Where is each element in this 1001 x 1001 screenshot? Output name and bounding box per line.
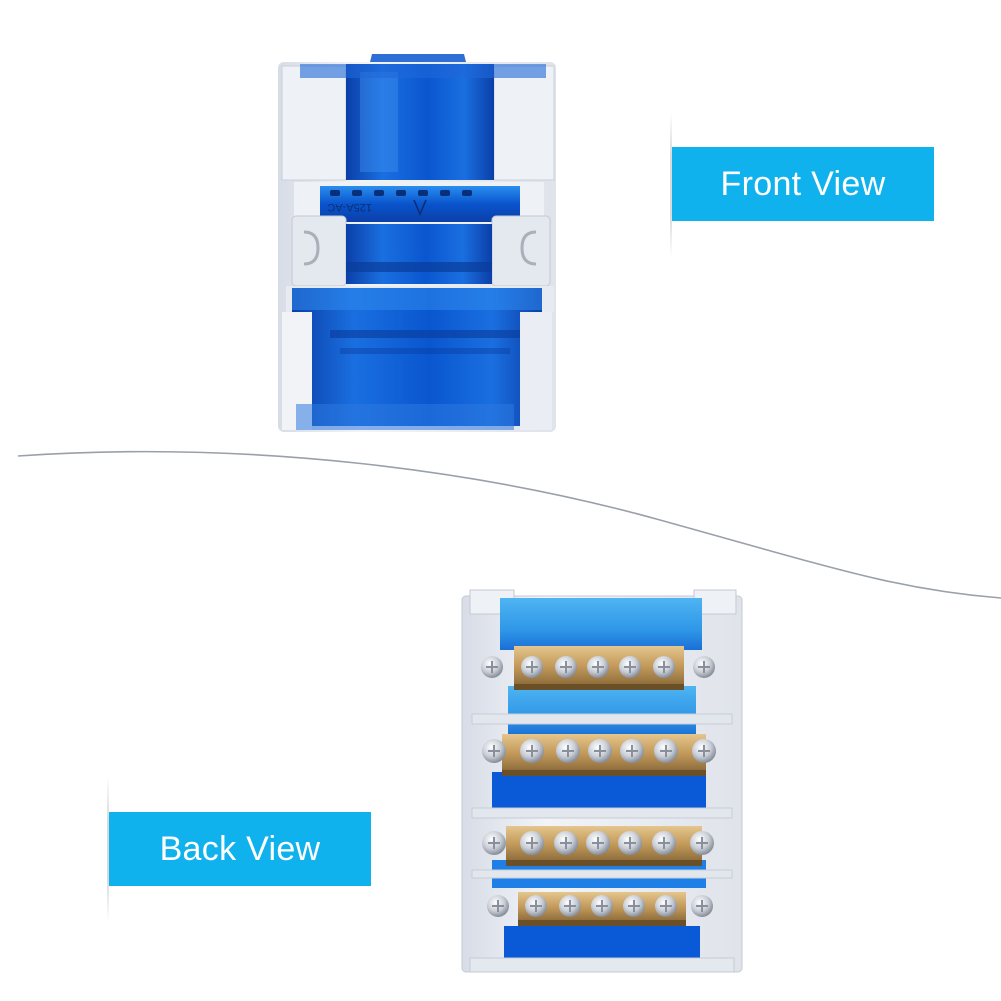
- back-label-tick: [107, 776, 109, 922]
- screw: [481, 656, 503, 678]
- busbar-row-2: [482, 734, 716, 776]
- front-device-marking: 125A-AC: [327, 201, 372, 213]
- busbar-row-4: [487, 892, 713, 926]
- busbar-row-1: [481, 646, 715, 690]
- front-label-tick: [670, 112, 672, 258]
- front-view-device: 125A-AC: [278, 54, 556, 432]
- back-view-label: Back View: [109, 812, 371, 886]
- back-view-device: [461, 589, 743, 973]
- busbar-row-3: [482, 826, 714, 866]
- divider-curve: [17, 450, 1001, 599]
- front-view-label: Front View: [672, 147, 934, 221]
